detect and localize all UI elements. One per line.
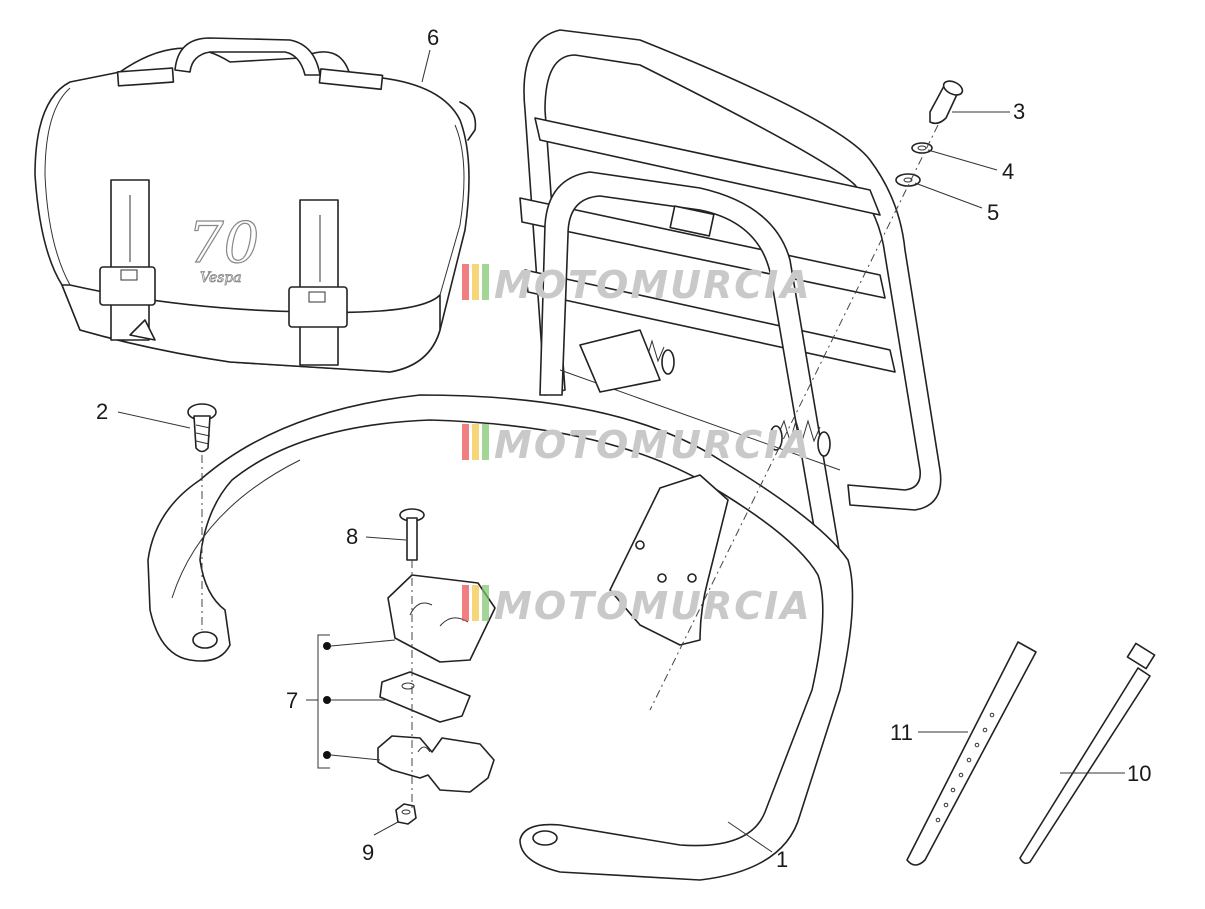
strap-part-10[interactable] <box>1019 642 1156 865</box>
rear-rack-part-1[interactable] <box>147 29 942 881</box>
watermark-text-3: MOTOMURCIA <box>494 584 812 628</box>
callout-1[interactable]: 1 <box>776 847 788 872</box>
watermark-text-1: MOTOMURCIA <box>494 263 812 307</box>
vespa-logo-text: Vespa <box>200 270 242 286</box>
callout-6[interactable]: 6 <box>427 25 439 50</box>
bolt-part-3[interactable] <box>929 78 965 125</box>
vespa-70-logo: 70 <box>188 211 259 276</box>
washer-part-5[interactable] <box>895 173 921 187</box>
callout-7[interactable]: 7 <box>286 688 298 713</box>
watermark-bottom: MOTOMURCIA <box>462 584 812 628</box>
callout-11[interactable]: 11 <box>890 720 913 745</box>
watermark-middle: MOTOMURCIA <box>462 423 812 467</box>
callout-5[interactable]: 5 <box>987 200 999 225</box>
callout-2[interactable]: 2 <box>96 399 108 424</box>
saddle-bag-part-6[interactable]: 70 Vespa <box>34 37 477 373</box>
callout-10[interactable]: 10 <box>1127 761 1151 786</box>
washer-part-4[interactable] <box>911 142 933 154</box>
callout-3[interactable]: 3 <box>1013 99 1025 124</box>
leader-lines <box>117 49 1125 853</box>
callout-labels: 1 2 3 4 5 6 7 8 9 10 11 <box>96 25 1151 872</box>
nut-part-9[interactable] <box>395 803 417 825</box>
screw-part-2[interactable] <box>187 403 217 453</box>
group-bracket <box>306 634 396 769</box>
callout-9[interactable]: 9 <box>362 840 374 865</box>
watermark-text-2: MOTOMURCIA <box>494 423 812 467</box>
spring-right <box>769 419 831 457</box>
watermark-top: MOTOMURCIA <box>462 263 812 307</box>
callout-8[interactable]: 8 <box>346 524 358 549</box>
watermark: MOTOMURCIA MOTOMURCIA MOTOMURCIA <box>462 263 812 628</box>
callout-4[interactable]: 4 <box>1002 159 1014 184</box>
strap-part-11[interactable] <box>906 641 1037 866</box>
center-lines <box>201 124 939 810</box>
screw-part-8[interactable] <box>399 508 425 561</box>
